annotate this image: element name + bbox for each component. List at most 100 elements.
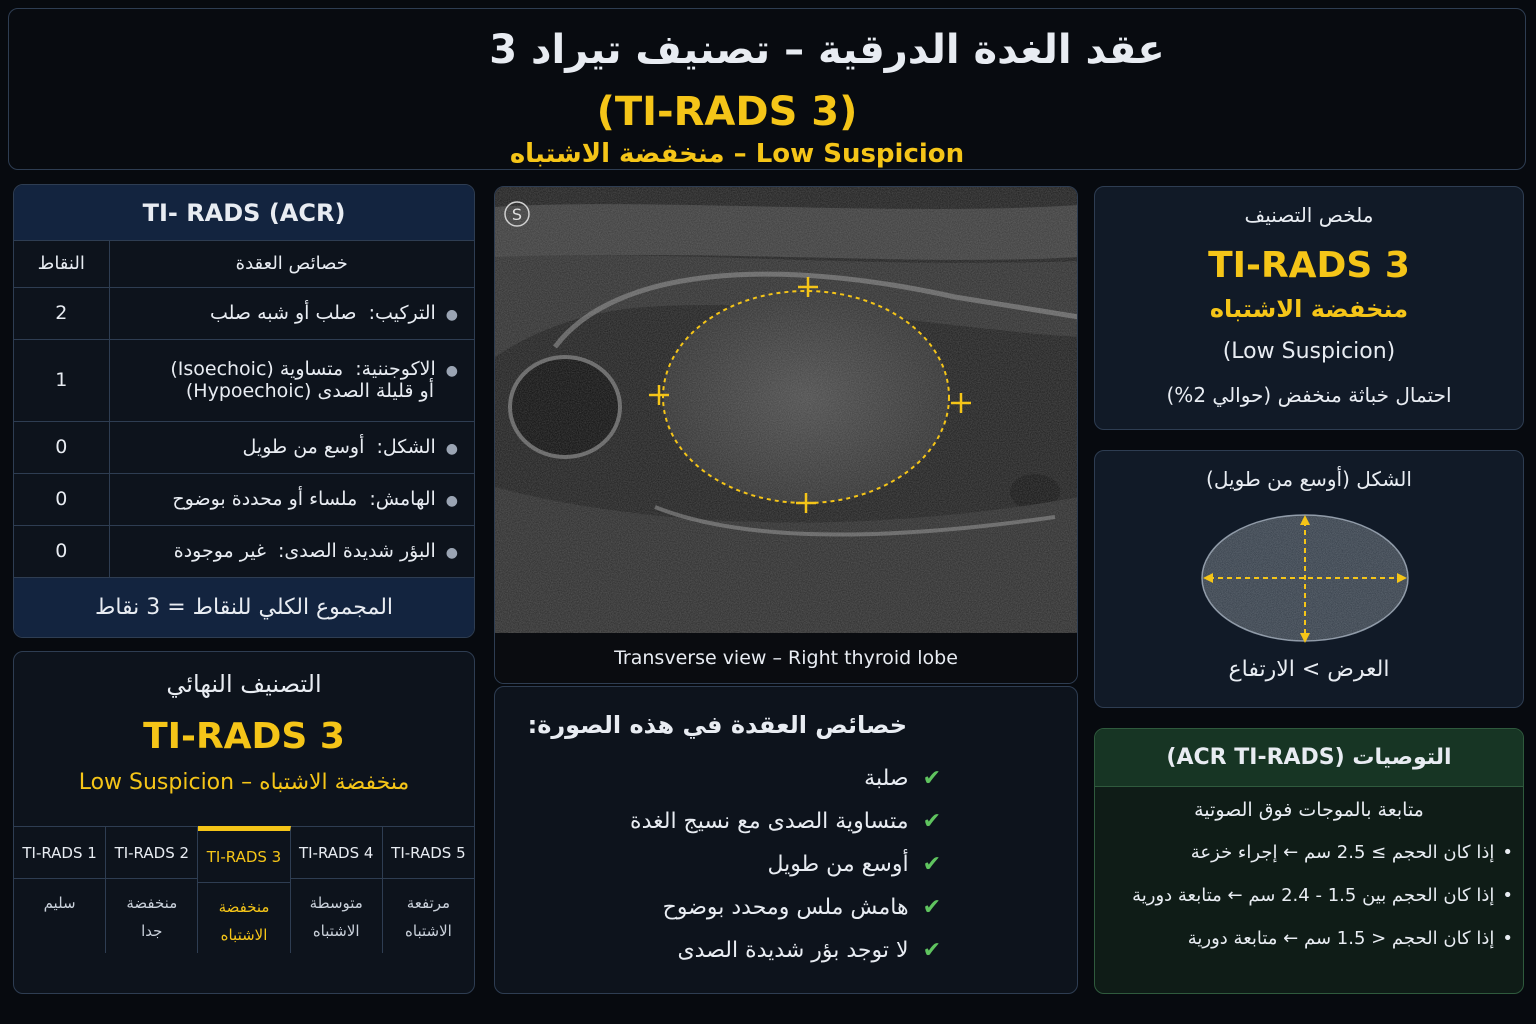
- ultrasound-panel: S Transverse view – Right thyroid lobe: [494, 186, 1078, 684]
- list-item: ✔ لا توجد بؤر شديدة الصدى: [630, 929, 941, 972]
- feature-text: هامش ملس ومحدد بوضوح: [662, 895, 909, 920]
- feature-value: أوسع من طويل: [242, 436, 365, 458]
- final-suspicion: منخفضة الاشتباه – Low Suspicion: [78, 770, 410, 795]
- recommendations-panel: التوصيات (ACR TI-RADS) متابعة بالموجات ف…: [1094, 728, 1524, 994]
- points-cell: 0: [14, 525, 110, 578]
- scoring-table-panel: TI- RADS (ACR) النقاط خصائص العقدة 2 ●ال…: [13, 184, 475, 638]
- s-marker: S: [512, 205, 522, 224]
- feature-text: أوسع من طويل: [767, 852, 909, 877]
- ultrasound-caption: Transverse view – Right thyroid lobe: [495, 633, 1077, 683]
- feature-text: متساوية الصدى مع نسيج الغدة: [630, 809, 909, 834]
- scale-desc-2: الاشتباه: [312, 922, 360, 940]
- list-item: ✔ صلبة: [630, 757, 941, 800]
- list-item: ✔ متساوية الصدى مع نسيج الغدة: [630, 800, 941, 843]
- summary-panel: ملخص التصنيف TI-RADS 3 منخفضة الاشتباه (…: [1094, 186, 1524, 430]
- bullet-icon: •: [1502, 928, 1513, 949]
- table-row: 0 ●الشكل: أوسع من طويل: [14, 421, 474, 474]
- tirads-scale: TI-RADS 1 سليم TI-RADS 2 منخفضة جدا TI-RADS…: [14, 826, 474, 953]
- scale-label: TI-RADS 1: [14, 827, 106, 879]
- feature-label: التركيب:: [368, 302, 436, 324]
- scoring-table: النقاط خصائص العقدة 2 ● التركيب: صلب أو ش…: [14, 241, 474, 578]
- page-title-code: (TI-RADS 3): [596, 89, 858, 135]
- col-features-header: خصائص العقدة: [109, 241, 474, 288]
- shape-panel: الشكل (أوسع من طويل) العرض > الارتفاع: [1094, 450, 1524, 708]
- feature-value-2: أو قليلة الصدى (Hypoechoic): [185, 380, 434, 402]
- dimension-arrows: [1209, 521, 1401, 637]
- bullet-icon: ●: [445, 441, 458, 457]
- feature-value: متساوية (Isoechoic): [170, 358, 344, 380]
- bullet-icon: ●: [445, 545, 458, 561]
- scale-label: TI-RADS 4: [290, 827, 382, 879]
- list-item: • إذا كان الحجم بين 1.5 - 2.4 سم ← متابعة…: [1095, 874, 1513, 917]
- summary-suspicion-en: (Low Suspicion): [1222, 339, 1396, 364]
- s-marker-icon: [504, 201, 530, 227]
- scale-cell-tr3-active: TI-RADS 3 منخفضة الاشتباه: [198, 826, 291, 953]
- recommendation-text: إذا كان الحجم ≥ 2.5 سم ← إجراء خزعة: [1190, 842, 1495, 863]
- checkmark-icon: ✔: [922, 809, 941, 834]
- final-classification-panel: التصنيف النهائي TI-RADS 3 منخفضة الاشتبا…: [13, 651, 475, 994]
- features-title: خصائص العقدة في هذه الصورة:: [527, 711, 907, 739]
- scale-desc-2: الاشتباه: [405, 922, 452, 940]
- points-cell: 0: [14, 473, 110, 526]
- bullet-icon: ●: [445, 363, 458, 379]
- bullet-icon: ●: [445, 493, 458, 509]
- col-points-header: النقاط: [14, 241, 110, 288]
- scale-desc-2: الاشتباه: [220, 926, 268, 944]
- summary-result: TI-RADS 3: [1208, 245, 1410, 286]
- features-panel: خصائص العقدة في هذه الصورة: ✔ صلبة ✔ متساو…: [494, 686, 1078, 994]
- checkmark-icon: ✔: [922, 895, 941, 920]
- checkmark-icon: ✔: [922, 938, 941, 963]
- final-result: TI-RADS 3: [143, 716, 345, 757]
- feature-value: ملساء أو محددة بوضوح: [172, 488, 358, 510]
- total-score: المجموع الكلي للنقاط = 3 نقاط: [14, 577, 474, 637]
- recommendations-title: التوصيات (ACR TI-RADS): [1095, 729, 1523, 787]
- page-title: عقد الغدة الدرقية – تصنيف تيراد 3: [489, 27, 1165, 73]
- table-row: 0 ● الهامش: ملساء أو محددة بوضوح: [14, 473, 474, 526]
- scale-desc: سليم: [43, 894, 76, 912]
- scale-desc-2: جدا: [141, 922, 163, 940]
- feature-value: صلب أو شبه صلب: [209, 302, 357, 324]
- scoring-title: TI- RADS (ACR): [14, 185, 474, 241]
- bullet-icon: ●: [445, 307, 458, 323]
- feature-label: الشكل:: [376, 436, 436, 458]
- list-item: ✔أوسع من طويل: [630, 843, 942, 886]
- feature-text: لا توجد بؤر شديدة الصدى: [677, 938, 909, 963]
- summary-risk: احتمال خباثة منخفض (حوالي 2%): [1166, 383, 1452, 407]
- final-title: التصنيف النهائي: [166, 670, 322, 698]
- scale-label: TI-RADS 3: [198, 831, 290, 883]
- header-panel: عقد الغدة الدرقية – تصنيف تيراد 3 (TI-RA…: [8, 8, 1526, 170]
- scale-desc: مرتفعة: [406, 894, 451, 912]
- table-row: 1 ● الاكوجننية: متساوية (Isoechoic)أو قلي…: [14, 339, 474, 422]
- scale-label: TI-RADS 5: [382, 827, 474, 879]
- feature-label: البؤر شديدة الصدى:: [278, 540, 436, 562]
- recommendation-text: إذا كان الحجم بين 1.5 - 2.4 سم ← متابعة …: [1132, 885, 1495, 906]
- bullet-icon: •: [1502, 885, 1513, 906]
- arrowheads: [1203, 515, 1407, 643]
- scale-cell-tr5: TI-RADS 5 مرتفعة الاشتباه: [382, 826, 474, 953]
- nodule-outline: [662, 290, 950, 504]
- list-item: •إذا كان الحجم ≥ 2.5 سم ← إجراء خزعة: [1095, 831, 1513, 874]
- scale-cell-tr4: TI-RADS 4 متوسطة الاشتباه: [290, 826, 383, 953]
- features-list: ✔صلبة ✔متساوية الصدى مع نسيج الغدة ✔أوسع…: [630, 757, 941, 972]
- points-cell: 1: [14, 339, 110, 422]
- scale-desc: متوسطة: [309, 894, 363, 912]
- feature-label: الهامش:: [369, 488, 436, 510]
- recommendations-list: •إذا كان الحجم ≥ 2.5 سم ← إجراء خزعة •إذ…: [1095, 831, 1523, 960]
- scale-desc: منخفضة: [126, 894, 178, 912]
- feature-label: الاكوجننية:: [355, 358, 436, 380]
- scale-cell-tr1: TI-RADS 1 سليم: [14, 826, 107, 953]
- caliper-markers: [649, 277, 971, 513]
- feature-value: غير موجودة: [173, 540, 266, 562]
- scale-desc: منخفضة: [218, 898, 270, 916]
- scale-label: TI-RADS 2: [106, 827, 198, 879]
- summary-title: ملخص التصنيف: [1244, 203, 1374, 227]
- shape-diagram: [1201, 514, 1409, 643]
- ultrasound-image: S: [495, 187, 1077, 635]
- feature-text: صلبة: [864, 766, 909, 791]
- points-cell: 2: [14, 287, 110, 340]
- shape-title: الشكل (أوسع من طويل): [1206, 467, 1412, 491]
- list-item: •إذا كان الحجم < 1.5 سم ← متابعة دورية: [1095, 917, 1513, 960]
- scale-cell-tr2: TI-RADS 2 منخفضة جدا: [106, 826, 199, 953]
- checkmark-icon: ✔: [922, 766, 941, 791]
- recommendations-subtitle: متابعة بالموجات فوق الصوتية: [1194, 799, 1424, 821]
